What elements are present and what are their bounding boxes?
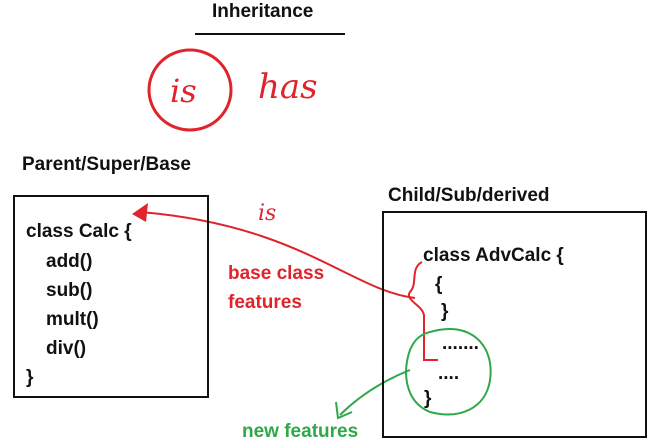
- child-code-line-2: {: [435, 274, 443, 295]
- new-features-arrow: [339, 369, 411, 416]
- inheritance-arrow: [139, 211, 416, 299]
- parent-heading: Parent/Super/Base: [22, 154, 191, 175]
- base-class-label-line2: features: [228, 292, 302, 313]
- parent-code-line-3: sub(): [46, 280, 93, 301]
- is-circle: [147, 48, 233, 132]
- child-code-line-3: }: [441, 301, 449, 322]
- parent-code-line-5: div(): [46, 338, 87, 359]
- parent-code-line-4: mult(): [46, 309, 99, 330]
- parent-code-line-2: add(): [46, 251, 93, 272]
- handwritten-is: is: [170, 72, 197, 110]
- base-class-label-line1: base class: [228, 263, 325, 284]
- child-code-line-6: }: [424, 388, 432, 409]
- parent-code-line-6: }: [26, 367, 34, 388]
- parent-class-box: class Calc { add() sub() mult() div() }: [13, 195, 209, 398]
- child-code-line-1: class AdvCalc {: [423, 245, 564, 266]
- child-code-line-4: .......: [442, 333, 479, 354]
- new-features-label: new features: [242, 421, 359, 442]
- diagram-title: Inheritance: [212, 1, 314, 22]
- child-class-box: class AdvCalc { { } ....... .... }: [382, 211, 647, 438]
- child-code-line-5: ....: [438, 363, 460, 384]
- inheritance-arrowhead: [132, 203, 148, 222]
- parent-code-line-1: class Calc {: [26, 221, 132, 242]
- base-features-bracket: [407, 261, 438, 361]
- title-underline: [195, 33, 345, 35]
- new-features-arrowhead: [335, 401, 353, 420]
- handwritten-is-arrow-label: is: [258, 201, 276, 226]
- child-heading: Child/Sub/derived: [388, 185, 550, 206]
- handwritten-has: has: [258, 67, 318, 107]
- new-features-loop: [405, 327, 492, 416]
